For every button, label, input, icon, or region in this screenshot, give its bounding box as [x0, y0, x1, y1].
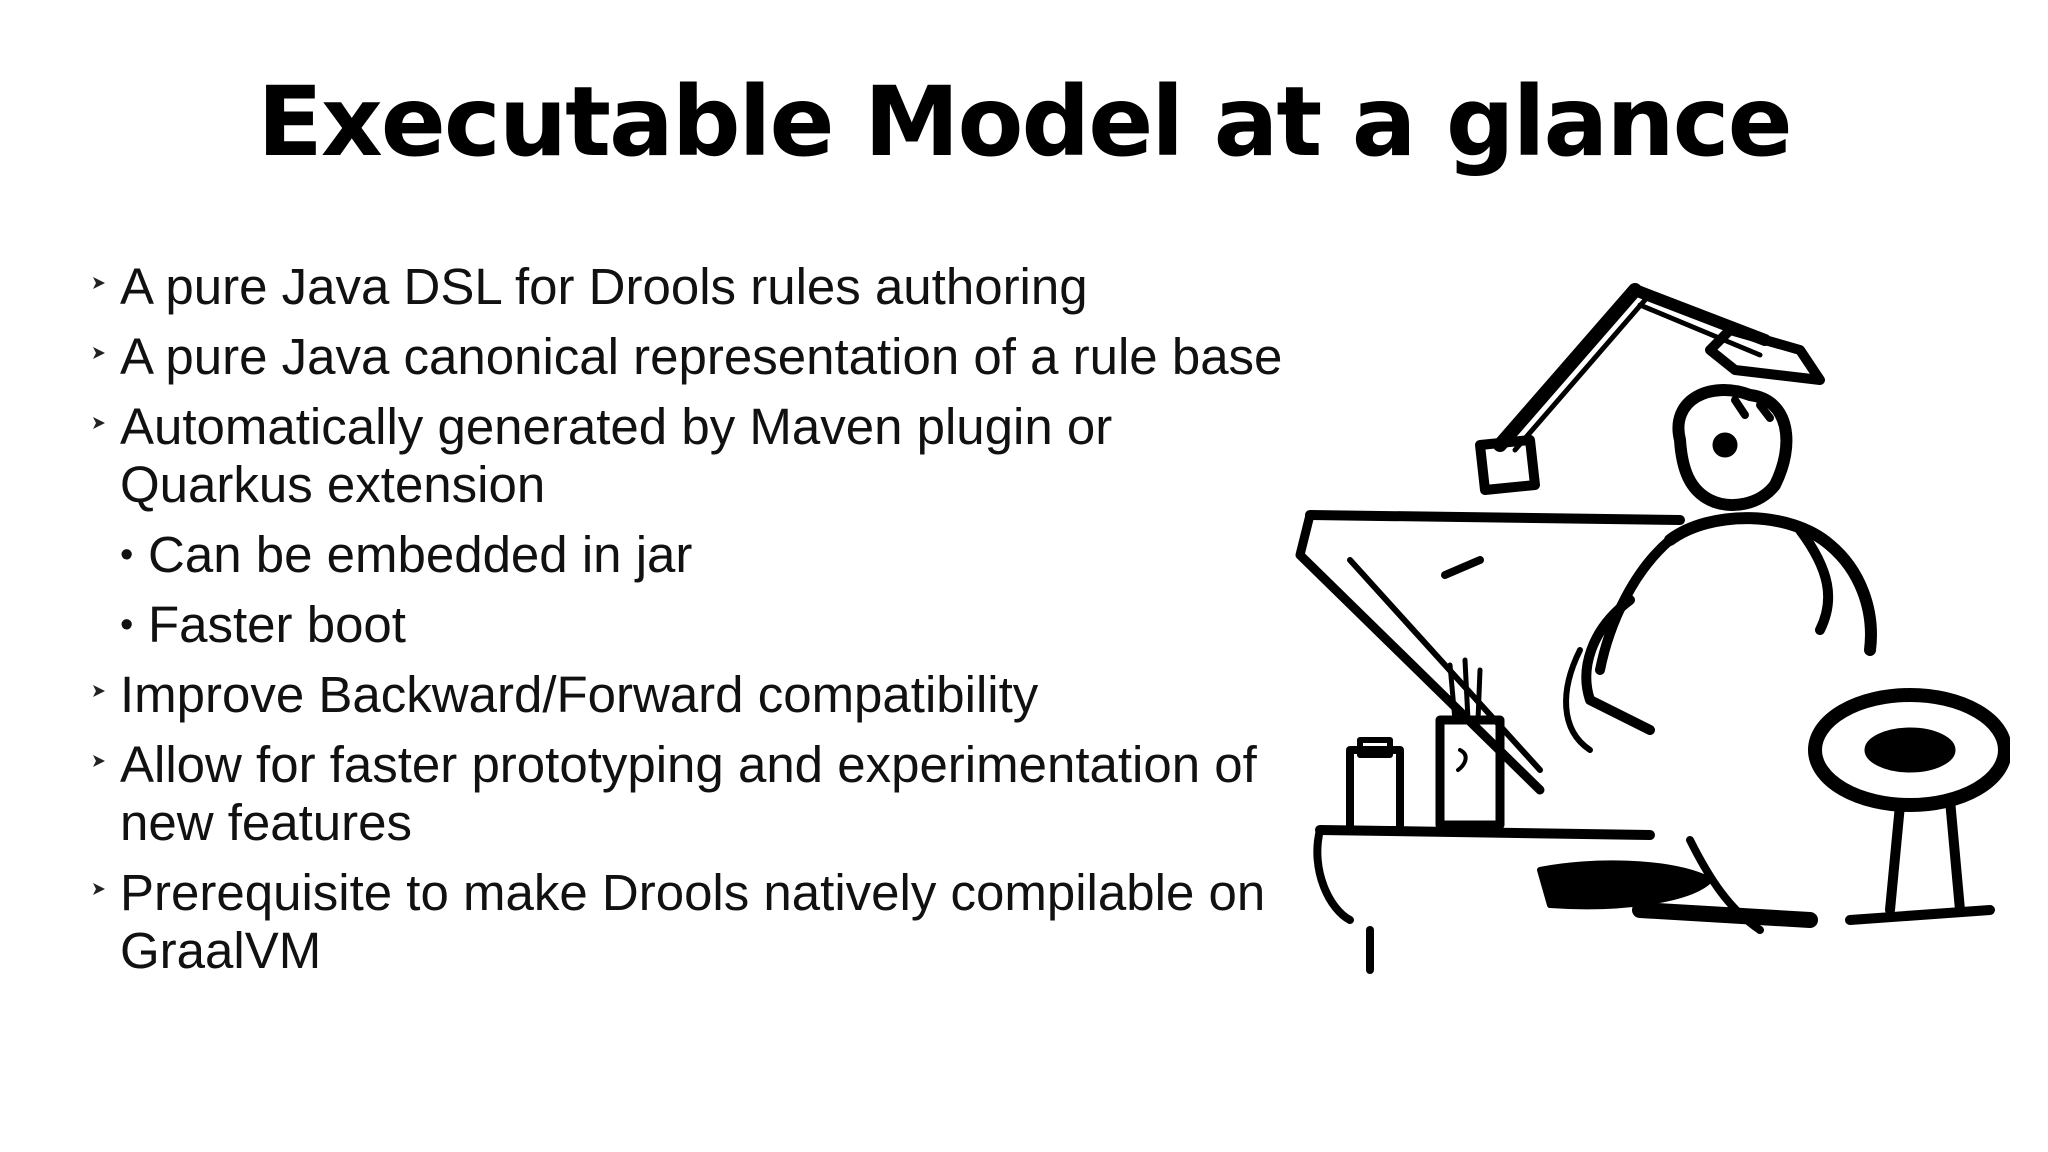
bullet-item: Prerequisite to make Drools natively com…: [92, 864, 1312, 980]
bullet-text: A pure Java DSL for Drools rules authori…: [120, 258, 1088, 315]
bullet-list: A pure Java DSL for Drools rules authori…: [92, 258, 1312, 992]
dot-bullet-icon: •: [120, 604, 134, 646]
bullet-text: Automatically generated by Maven plugin …: [120, 398, 1113, 513]
arrow-bullet-icon: [93, 277, 105, 289]
bullet-text: A pure Java canonical representation of …: [120, 328, 1283, 385]
dot-bullet-icon: •: [120, 534, 134, 576]
bullet-item: A pure Java DSL for Drools rules authori…: [92, 258, 1312, 316]
drafting-table-illustration: [1295, 283, 2010, 974]
bullet-item: Improve Backward/Forward compatibility: [92, 666, 1312, 724]
bullet-item: A pure Java canonical representation of …: [92, 328, 1312, 386]
bullet-item: Allow for faster prototyping and experim…: [92, 736, 1312, 852]
bullet-text: Can be embedded in jar: [148, 526, 693, 583]
arrow-bullet-icon: [93, 883, 105, 895]
slide-title: Executable Model at a glance: [257, 66, 1792, 178]
arrow-bullet-icon: [93, 685, 105, 697]
arrow-bullet-icon: [93, 347, 105, 359]
sub-bullet-item: • Can be embedded in jar: [92, 526, 1312, 584]
bullet-text: Faster boot: [148, 596, 406, 653]
arrow-bullet-icon: [93, 755, 105, 767]
bullet-text: Allow for faster prototyping and experim…: [120, 736, 1257, 851]
bullet-text: Prerequisite to make Drools natively com…: [120, 864, 1266, 979]
bullet-item: Automatically generated by Maven plugin …: [92, 398, 1312, 514]
sub-bullet-item: • Faster boot: [92, 596, 1312, 654]
arrow-bullet-icon: [93, 417, 105, 429]
bullet-text: Improve Backward/Forward compatibility: [120, 666, 1039, 723]
